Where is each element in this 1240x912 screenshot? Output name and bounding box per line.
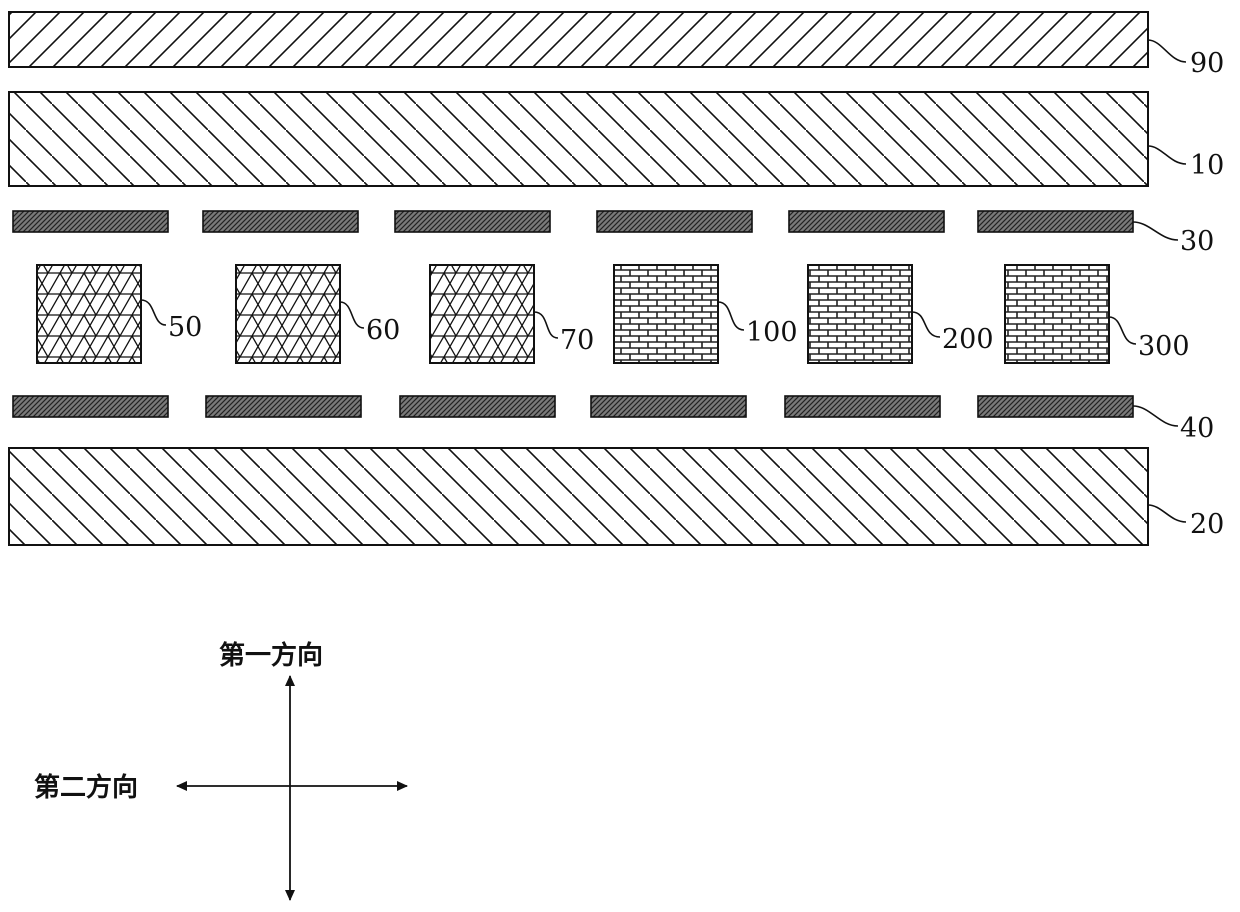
leader-70	[534, 312, 558, 338]
top-electrode	[203, 211, 358, 232]
label-10: 10	[1190, 150, 1224, 181]
top-substrate-layer	[9, 92, 1148, 186]
leader-10	[1148, 146, 1186, 164]
top-electrode-row	[13, 211, 1133, 232]
cell-300	[1005, 265, 1109, 363]
top-electrode	[597, 211, 752, 232]
first-direction-label: 第一方向	[219, 640, 323, 671]
label-300: 300	[1138, 331, 1190, 362]
top-electrode	[13, 211, 168, 232]
leader-40	[1133, 406, 1178, 426]
cell-100	[614, 265, 718, 363]
label-60: 60	[366, 315, 400, 346]
leader-90	[1148, 40, 1186, 62]
top-film-layer	[9, 12, 1148, 67]
leader-30	[1133, 222, 1178, 240]
bottom-electrode	[591, 396, 746, 417]
label-90: 90	[1190, 48, 1224, 79]
label-20: 20	[1190, 509, 1224, 540]
cell-70	[430, 265, 534, 363]
cell-200	[808, 265, 912, 363]
cell-50	[37, 265, 141, 363]
label-40: 40	[1180, 413, 1214, 444]
second-direction-label: 第二方向	[34, 772, 138, 803]
top-electrode	[395, 211, 550, 232]
bottom-electrode	[13, 396, 168, 417]
label-200: 200	[942, 324, 994, 355]
bottom-electrode	[978, 396, 1133, 417]
bottom-electrode	[785, 396, 940, 417]
leader-50	[141, 300, 166, 325]
bottom-electrode	[206, 396, 361, 417]
bottom-electrode-row	[13, 396, 1133, 417]
bottom-substrate-layer	[9, 448, 1148, 545]
leader-20	[1148, 505, 1186, 522]
top-electrode	[789, 211, 944, 232]
bottom-electrode	[400, 396, 555, 417]
label-100: 100	[746, 317, 798, 348]
label-70: 70	[560, 325, 594, 356]
label-30: 30	[1180, 226, 1214, 257]
leader-300	[1109, 317, 1136, 344]
label-50: 50	[168, 312, 202, 343]
leader-200	[912, 312, 940, 337]
top-electrode	[978, 211, 1133, 232]
leader-100	[718, 302, 744, 330]
cell-60	[236, 265, 340, 363]
leader-60	[340, 302, 364, 328]
direction-axes: 第一方向 第二方向	[34, 640, 407, 900]
